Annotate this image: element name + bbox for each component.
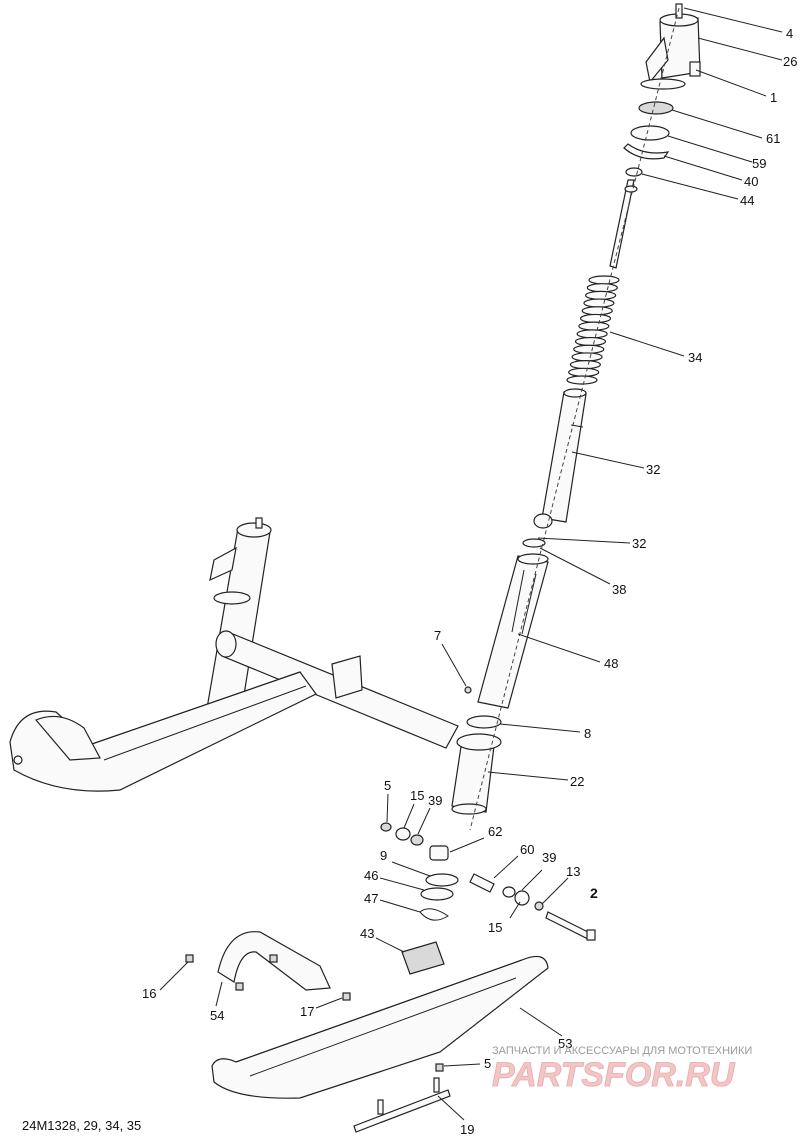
spring-coil xyxy=(588,275,620,285)
callout-2: 2 xyxy=(590,885,598,901)
callout-34: 34 xyxy=(688,350,702,365)
spring-coil xyxy=(579,313,612,324)
ring-8 xyxy=(466,715,502,729)
callout-1: 1 xyxy=(770,90,777,105)
callout-17: 17 xyxy=(300,1004,314,1019)
callout-61: 61 xyxy=(766,131,780,146)
callout-8: 8 xyxy=(584,726,591,741)
ski-53 xyxy=(211,941,549,1099)
callout-5b: 5 xyxy=(484,1056,491,1071)
callout-43: 43 xyxy=(360,926,374,941)
spring-coil xyxy=(566,375,598,385)
lower-tube xyxy=(477,553,549,709)
callout-15b: 15 xyxy=(488,920,502,935)
spring-coil xyxy=(583,298,615,308)
spring-coil xyxy=(576,329,608,339)
shock-shaft xyxy=(609,179,638,269)
callout-16: 16 xyxy=(142,986,156,1001)
callout-7: 7 xyxy=(434,628,441,643)
clip-40 xyxy=(623,143,670,160)
callout-13: 13 xyxy=(566,864,580,879)
callout-39a: 39 xyxy=(428,793,442,808)
ski-leg xyxy=(451,733,502,815)
callout-labels: 4 26 1 61 59 40 44 34 32 32 38 7 48 8 22… xyxy=(142,26,797,1137)
callout-44: 44 xyxy=(740,193,754,208)
callout-60: 60 xyxy=(520,842,534,857)
callout-32b: 32 xyxy=(632,536,646,551)
callout-53: 53 xyxy=(558,1036,572,1051)
spring-coil xyxy=(581,306,613,316)
callout-59: 59 xyxy=(752,156,766,171)
watermark-brand: PARTSFOR.RU xyxy=(492,1056,736,1094)
callout-26: 26 xyxy=(783,54,797,69)
nut-44 xyxy=(625,167,643,177)
shock-body xyxy=(533,388,587,529)
bolt-hardware xyxy=(380,822,596,941)
upper-strut-assembly xyxy=(451,3,701,831)
callout-15a: 15 xyxy=(410,788,424,803)
coil-spring xyxy=(566,275,620,385)
spring-coil xyxy=(578,321,610,331)
spring-coil xyxy=(571,352,603,362)
wear-bar-19 xyxy=(353,1077,451,1133)
spring-coil xyxy=(574,336,607,347)
spring-coil xyxy=(568,367,600,377)
watermark: ЗАПЧАСТИ И АКСЕССУАРЫ ДЛЯ МОТОТЕХНИКИ PA… xyxy=(492,1045,753,1094)
callout-39b: 39 xyxy=(542,850,556,865)
callout-19: 19 xyxy=(460,1122,474,1137)
spring-coil xyxy=(585,290,617,300)
figure-code: 24M1328, 29, 34, 35 xyxy=(22,1118,141,1133)
callout-4: 4 xyxy=(786,26,793,41)
callout-62: 62 xyxy=(488,824,502,839)
callout-9: 9 xyxy=(380,848,387,863)
callout-48: 48 xyxy=(604,656,618,671)
spring-coil xyxy=(586,283,618,293)
leader-lines xyxy=(159,7,783,1121)
callout-40: 40 xyxy=(744,174,758,189)
callout-46: 46 xyxy=(364,868,378,883)
washer-38 xyxy=(522,538,546,548)
small-bolts xyxy=(185,686,472,1072)
callout-38: 38 xyxy=(612,582,626,597)
spring-coil xyxy=(573,344,605,354)
assembled-ski-frame xyxy=(9,517,459,792)
callout-32a: 32 xyxy=(646,462,660,477)
washer-61 xyxy=(638,101,674,115)
callout-22: 22 xyxy=(570,774,584,789)
callout-47: 47 xyxy=(364,891,378,906)
spring-coil xyxy=(569,360,601,370)
callout-54: 54 xyxy=(210,1008,224,1023)
watermark-tagline: ЗАПЧАСТИ И АКСЕССУАРЫ ДЛЯ МОТОТЕХНИКИ xyxy=(492,1045,752,1057)
top-mount xyxy=(640,3,701,90)
callout-5a: 5 xyxy=(384,778,391,793)
ring-59 xyxy=(630,125,670,141)
